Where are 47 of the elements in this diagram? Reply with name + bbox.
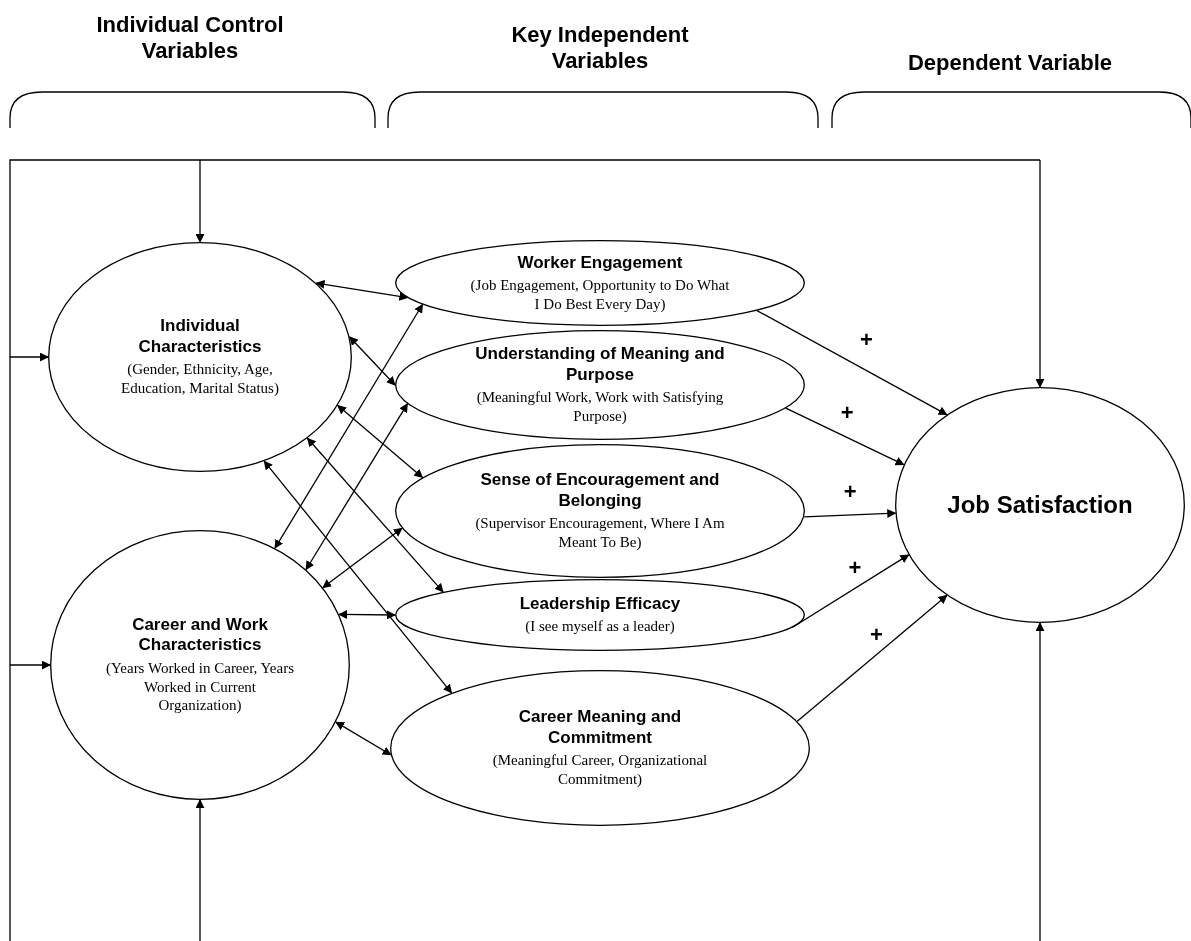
ellipse-node — [395, 444, 805, 578]
arrow — [803, 509, 897, 518]
node-heading: Leadership Efficacy — [519, 593, 681, 615]
node-description: (I see myself as a leader) — [525, 617, 675, 637]
node-heading: Career and Work Characteristics — [131, 615, 269, 656]
ellipse-node — [50, 530, 350, 800]
node-description: (Job Engagement, Opportunity to Do What I Do Best Every Day) — [470, 275, 730, 314]
double-headed-arrow — [263, 460, 453, 694]
arrow — [791, 554, 910, 628]
arrow — [195, 159, 205, 243]
ellipse-node — [390, 670, 810, 826]
node-heading: Job Satisfaction — [947, 490, 1133, 520]
double-headed-arrow — [315, 279, 409, 301]
arrow — [195, 799, 205, 941]
column-heading: Dependent Variable — [906, 50, 1114, 77]
arrow — [756, 309, 948, 416]
ellipse-node — [48, 242, 352, 472]
ellipse-node — [395, 240, 805, 326]
arrow — [796, 594, 948, 722]
arrow — [1035, 159, 1045, 388]
double-headed-arrow — [335, 721, 392, 756]
node-description: (Supervisor Encouragement, Where I Am Meant To Be) — [475, 514, 725, 552]
node-description: (Years Worked in Career, Years Worked in Current Organization) — [105, 658, 295, 715]
node-heading: Worker Engagement — [517, 252, 683, 273]
node-heading: Career Meaning and Commitment — [517, 707, 683, 749]
arrow — [1035, 622, 1045, 941]
double-headed-arrow — [322, 527, 403, 589]
node-description: (Meaningful Work, Work with Satisfying Purpose) — [475, 388, 725, 426]
ellipse-node — [395, 579, 805, 651]
node-heading: Sense of Encouragement and Belonging — [479, 470, 721, 512]
arrow — [9, 352, 49, 362]
double-headed-arrow — [349, 336, 396, 386]
ellipse-node — [895, 387, 1185, 623]
column-heading: Individual Control Variables — [95, 12, 285, 65]
arrow — [785, 407, 905, 466]
arrow — [9, 660, 51, 670]
node-description: (Gender, Ethnicity, Age, Education, Marital Status) — [120, 360, 280, 398]
double-headed-arrow — [338, 610, 396, 620]
column-heading: Key Independent Variables — [510, 22, 690, 75]
node-heading: Individual Characteristics — [137, 316, 263, 358]
double-headed-arrow — [274, 303, 424, 549]
node-description: (Meaningful Career, Organizational Commitment) — [491, 751, 709, 789]
double-headed-arrow — [305, 403, 409, 571]
double-headed-arrow — [337, 404, 424, 479]
double-headed-arrow — [306, 437, 444, 593]
node-heading: Understanding of Meaning and Purpose — [475, 344, 725, 386]
ellipse-node — [395, 330, 805, 440]
